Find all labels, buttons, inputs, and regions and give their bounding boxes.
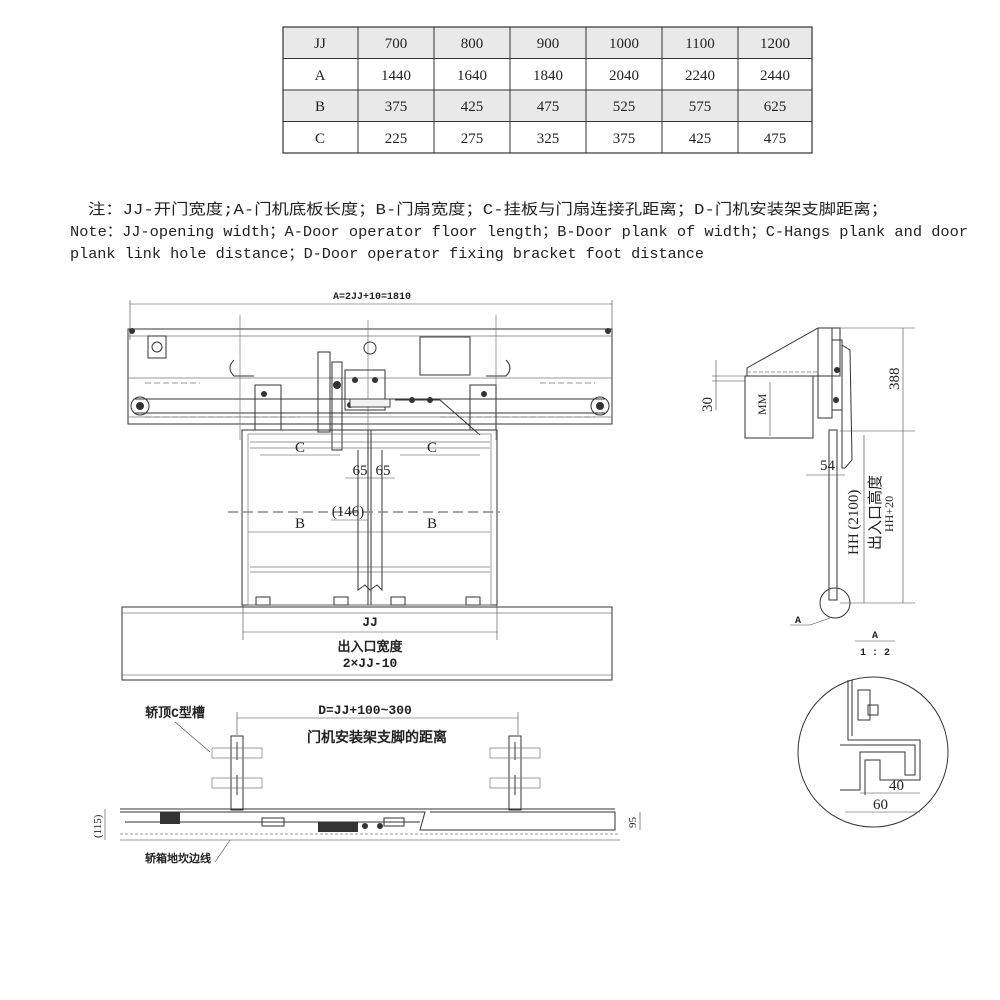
- table-header-cell: 1100: [685, 36, 714, 52]
- c-left-label: C: [295, 440, 305, 456]
- entrance-width-formula: 2×JJ-10: [343, 656, 398, 671]
- entrance-height-label: 出入口高度: [867, 475, 884, 550]
- table-header-cell: JJ: [314, 36, 326, 52]
- note-chinese: 注：JJ-开门宽度;A-门机底板长度；B-门扇宽度；C-挂板与门扇连接孔距离；D…: [88, 200, 888, 219]
- operator-frame: [127, 328, 613, 425]
- dim-115: (115): [92, 814, 104, 838]
- table-cell: 325: [537, 131, 560, 147]
- dim-65-right: 65: [376, 463, 391, 479]
- left-bracket: [211, 735, 263, 811]
- table-cell: 275: [461, 131, 484, 147]
- coupler-plan: [160, 812, 383, 832]
- b-right-label: B: [427, 516, 437, 532]
- table-row: C 225 275 325 375 425 475: [315, 131, 786, 147]
- c-right-label: C: [427, 440, 437, 456]
- dim-40: 40: [889, 778, 904, 794]
- table-cell: 225: [385, 131, 408, 147]
- note-english-line1: Note：JJ-opening width；A-Door operator fl…: [70, 224, 968, 241]
- dim-388: 388: [887, 368, 903, 391]
- door-frame: [241, 429, 498, 606]
- table-cell: 425: [461, 99, 484, 115]
- table-cell: 2440: [760, 68, 790, 84]
- detail-a-view: 40 60: [797, 676, 949, 828]
- sill-edge-label: 轿箱地坎边线: [145, 851, 211, 866]
- detail-scale: 1 : 2: [860, 648, 890, 659]
- table-header-bg: [283, 27, 812, 59]
- hh-label: HH (2100): [846, 490, 862, 555]
- dim-65-left: 65: [353, 463, 368, 479]
- c-channel-label: 轿顶C型槽: [145, 705, 205, 721]
- sill-plan: [120, 811, 616, 831]
- table-row: B 375 425 475 525 575 625: [315, 99, 786, 115]
- dim-95: 95: [627, 817, 639, 829]
- table-cell: 375: [385, 99, 408, 115]
- table-header-cell: 800: [461, 36, 484, 52]
- motor: [419, 336, 471, 376]
- mounting-bracket: [746, 327, 841, 377]
- sill: [121, 606, 613, 681]
- table-cell: 2040: [609, 68, 639, 84]
- note-english-line2: plank link hole distance；D-Door operator…: [70, 246, 704, 263]
- dim-60: 60: [873, 797, 888, 813]
- jj-label: JJ: [362, 615, 378, 630]
- table-cell: 625: [764, 99, 787, 115]
- table-cell: 425: [689, 131, 712, 147]
- table-row-b-bg: [283, 90, 812, 122]
- detail-title: A: [872, 631, 878, 642]
- right-bracket: [489, 735, 541, 811]
- table-header-row: JJ 700 800 900 1000 1100 1200: [314, 36, 790, 52]
- table-cell: A: [315, 68, 326, 84]
- table-cell: 375: [613, 131, 636, 147]
- table-cell: B: [315, 99, 325, 115]
- car-top-beam: [744, 375, 814, 439]
- front-view: A=2JJ+10=1810: [121, 292, 613, 681]
- dim-30: 30: [700, 397, 716, 412]
- table-header-cell: 900: [537, 36, 560, 52]
- table-cell: 2240: [685, 68, 715, 84]
- b-left-label: B: [295, 516, 305, 532]
- table-header-cell: 700: [385, 36, 408, 52]
- notes: 注：JJ-开门宽度;A-门机底板长度；B-门扇宽度；C-挂板与门扇连接孔距离；D…: [70, 200, 968, 263]
- table-row: A 1440 1640 1840 2040 2240 2440: [315, 68, 790, 84]
- left-pulley: [130, 396, 150, 416]
- table-header-cell: 1000: [609, 36, 639, 52]
- door-coupler-mechanism: [317, 351, 481, 451]
- table-cell: 1440: [381, 68, 411, 84]
- dim-mm: MM: [755, 393, 769, 415]
- entrance-width-label: 出入口宽度: [337, 639, 403, 655]
- table-cell: C: [315, 131, 325, 147]
- dim-54: 54: [820, 458, 836, 474]
- table-header-cell: 1200: [760, 36, 790, 52]
- door-panel-side: [828, 429, 838, 601]
- a-dimension-label: A=2JJ+10=1810: [333, 292, 411, 303]
- d-description: 门机安装架支脚的距离: [307, 729, 447, 747]
- table-cell: 475: [537, 99, 560, 115]
- table-cell: 1840: [533, 68, 563, 84]
- dim-146: (146): [332, 504, 365, 520]
- table-cell: 475: [764, 131, 787, 147]
- hh-plus-label: HH+20: [882, 496, 896, 532]
- table-cell: 525: [613, 99, 636, 115]
- detail-ref-label: A: [795, 616, 801, 627]
- right-pulley: [590, 396, 610, 416]
- table-grid: [283, 27, 812, 153]
- table-cell: 575: [689, 99, 712, 115]
- d-dimension-label: D=JJ+100~300: [318, 703, 412, 718]
- door-center-post: [357, 450, 383, 592]
- side-view: A 30 MM 388 54 HH (2100) 出入口高度 HH+20 A 1…: [700, 327, 949, 828]
- plan-view: 轿顶C型槽 D=JJ+100~300 门机安装架支脚的距离 (115) 95: [92, 703, 641, 866]
- table-cell: 1640: [457, 68, 487, 84]
- dimension-table: JJ 700 800 900 1000 1100 1200 A 1440 164…: [282, 26, 813, 154]
